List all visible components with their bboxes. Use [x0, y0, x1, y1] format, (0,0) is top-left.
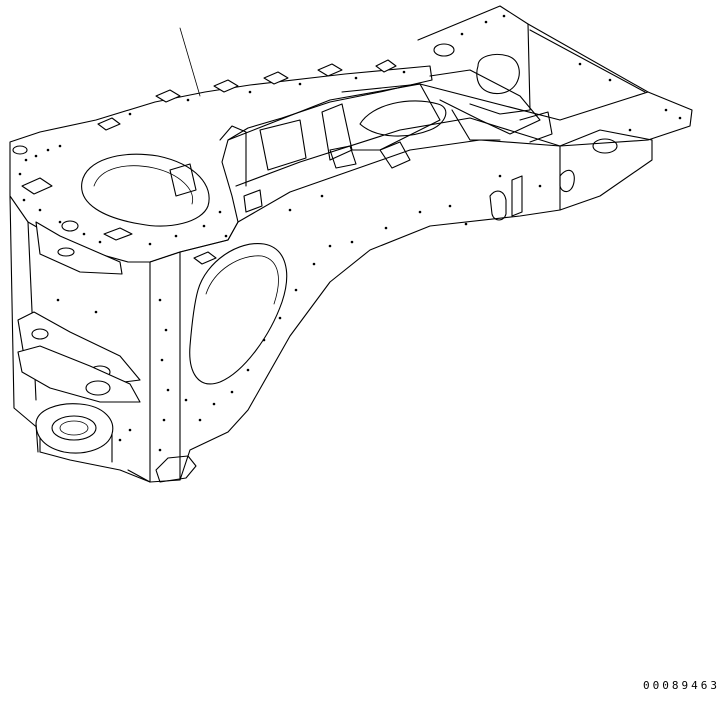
- top-deck: [9, 5, 693, 263]
- pivot-brackets: [12, 145, 141, 463]
- side-walls: [9, 139, 561, 483]
- drawing-id-number: 00089463: [643, 679, 720, 692]
- rail-tabs: [21, 59, 397, 265]
- part-leader-line: [179, 27, 201, 97]
- bolt-holes: [18, 14, 682, 452]
- internal-members: [169, 69, 575, 221]
